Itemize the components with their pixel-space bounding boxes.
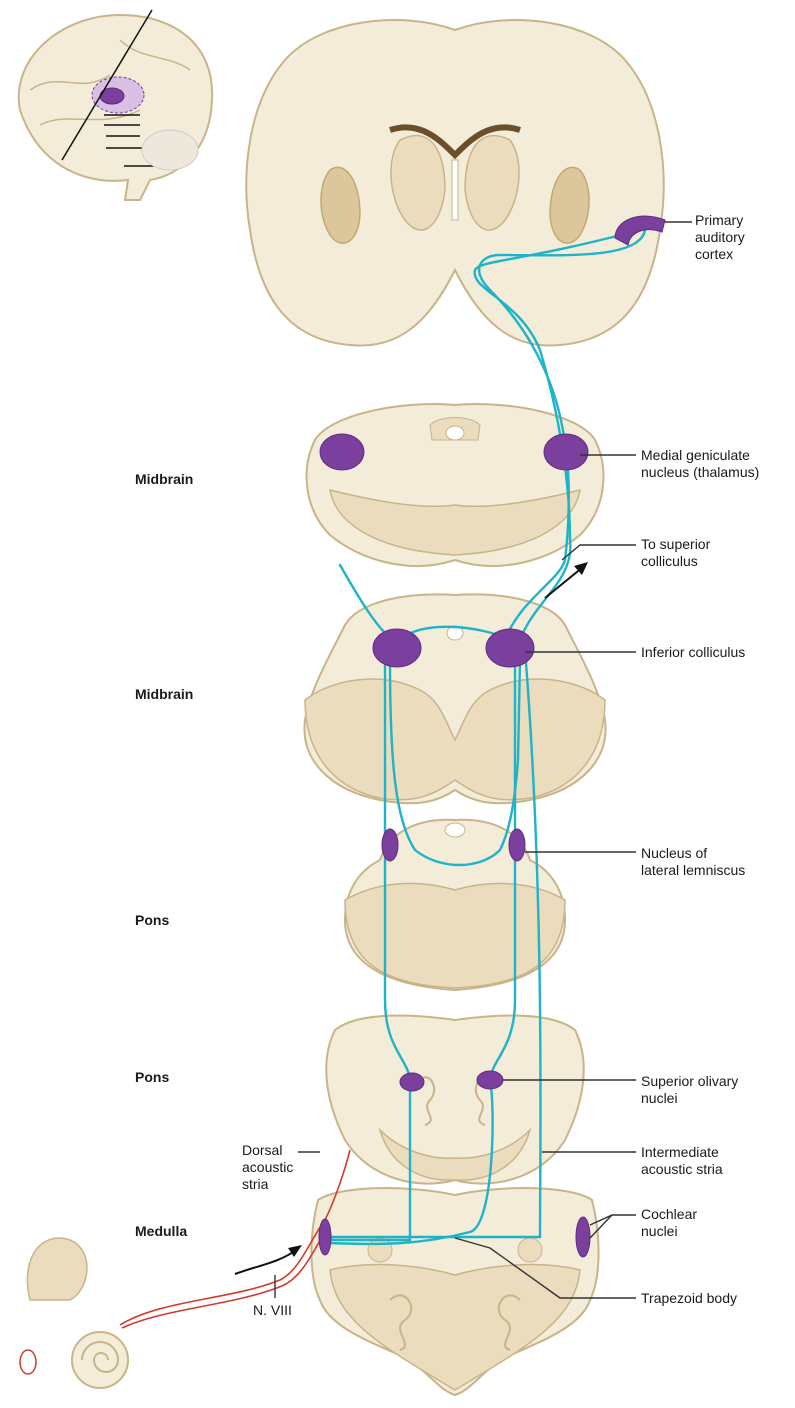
label-to-superior-colliculus: To superior colliculus: [641, 536, 710, 570]
label-medial-geniculate: Medial geniculate nucleus (thalamus): [641, 447, 759, 481]
medulla-section: [311, 1188, 598, 1395]
label-primary-auditory-cortex: Primary auditory cortex: [695, 212, 745, 263]
inferior-colliculus-left: [373, 629, 421, 667]
label-nucleus-lateral-lemniscus: Nucleus of lateral lemniscus: [641, 845, 745, 879]
label-intermediate-stria: Intermediate acoustic stria: [641, 1144, 723, 1178]
label-inferior-colliculus: Inferior colliculus: [641, 644, 745, 661]
label-trapezoid-body: Trapezoid body: [641, 1290, 737, 1307]
forebrain-section: [246, 20, 663, 346]
cochlea-inner-ear: [20, 1238, 128, 1388]
superior-olive-left: [400, 1073, 424, 1091]
medial-geniculate-left: [320, 434, 364, 470]
brain-inset: [19, 10, 212, 200]
level-midbrain-lower: Midbrain: [135, 686, 193, 702]
lower-midbrain-section: [304, 594, 605, 803]
cochlear-nucleus-right: [576, 1217, 590, 1257]
label-dorsal-stria: Dorsal acoustic stria: [242, 1142, 293, 1193]
medial-geniculate-right: [544, 434, 588, 470]
superior-olive-right: [477, 1071, 503, 1089]
label-n-viii: N. VIII: [253, 1302, 292, 1319]
level-pons-upper: Pons: [135, 912, 169, 928]
lower-pons-section: [326, 1016, 583, 1184]
level-medulla: Medulla: [135, 1223, 187, 1239]
lateral-lemniscus-left: [382, 829, 398, 861]
level-midbrain-upper: Midbrain: [135, 471, 193, 487]
label-superior-olivary: Superior olivary nuclei: [641, 1073, 738, 1107]
inferior-colliculus-right: [486, 629, 534, 667]
label-cochlear-nuclei: Cochlear nuclei: [641, 1206, 697, 1240]
level-pons-lower: Pons: [135, 1069, 169, 1085]
upper-pons-section: [345, 820, 565, 990]
cochlear-nucleus-left: [319, 1219, 331, 1255]
lateral-lemniscus-right: [509, 829, 525, 861]
